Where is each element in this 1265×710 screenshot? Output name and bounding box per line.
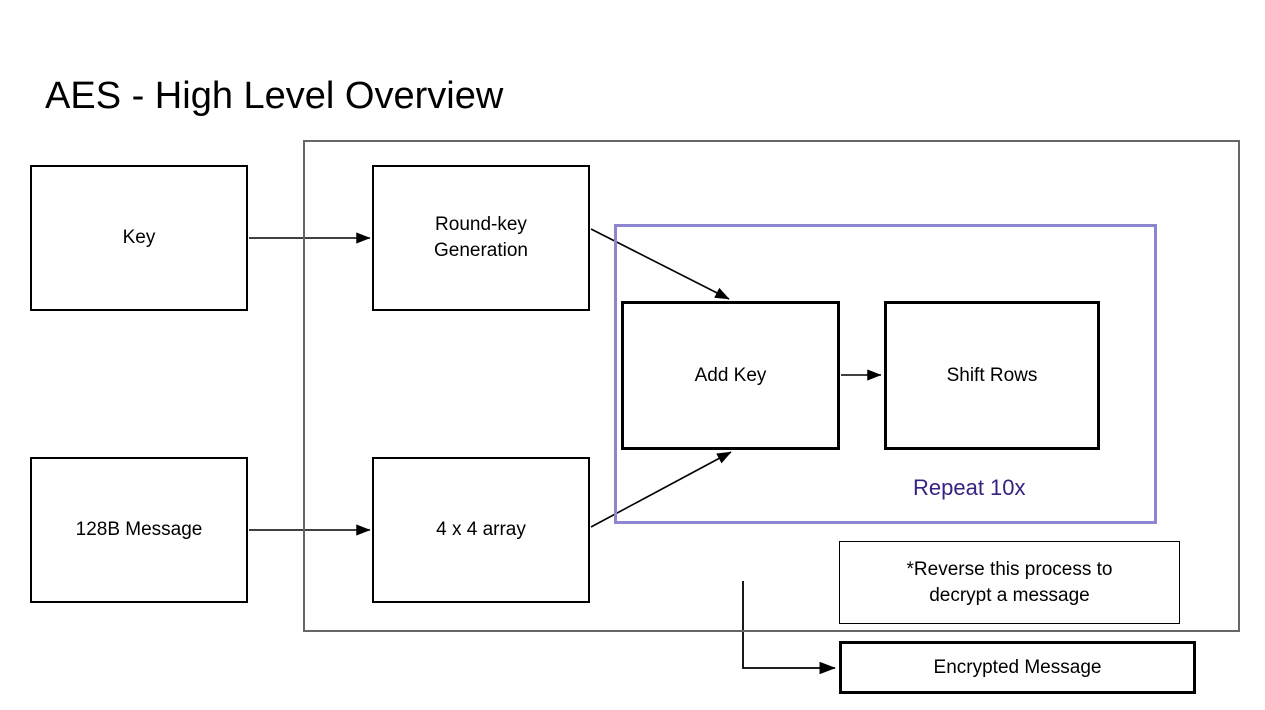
- repeat-rounds-group: [614, 224, 1157, 524]
- node-round-key-generation[interactable]: Round-key Generation: [372, 165, 590, 311]
- node-key[interactable]: Key: [30, 165, 248, 311]
- node-add-key[interactable]: Add Key: [621, 301, 840, 450]
- node-4x4-array[interactable]: 4 x 4 array: [372, 457, 590, 603]
- node-reverse-note-label: *Reverse this process to decrypt a messa…: [906, 558, 1113, 606]
- page-title: AES - High Level Overview: [45, 75, 504, 117]
- edge-process-to-encrypted-message: [742, 581, 836, 675]
- node-128b-message[interactable]: 128B Message: [30, 457, 248, 603]
- node-key-label: Key: [122, 227, 156, 248]
- node-encrypted-message[interactable]: Encrypted Message: [839, 641, 1196, 694]
- node-4x4-array-label: 4 x 4 array: [436, 519, 526, 540]
- node-128b-message-label: 128B Message: [75, 519, 203, 540]
- node-add-key-label: Add Key: [694, 364, 767, 386]
- node-round-key-generation-label: Round-key Generation: [433, 214, 528, 261]
- node-shift-rows[interactable]: Shift Rows: [884, 301, 1100, 450]
- process-container-group: [303, 140, 1240, 632]
- repeat-group-caption: Repeat 10x: [913, 475, 1026, 500]
- node-shift-rows-label: Shift Rows: [946, 364, 1038, 386]
- node-reverse-note[interactable]: *Reverse this process to decrypt a messa…: [839, 541, 1180, 624]
- node-encrypted-message-label: Encrypted Message: [933, 656, 1102, 678]
